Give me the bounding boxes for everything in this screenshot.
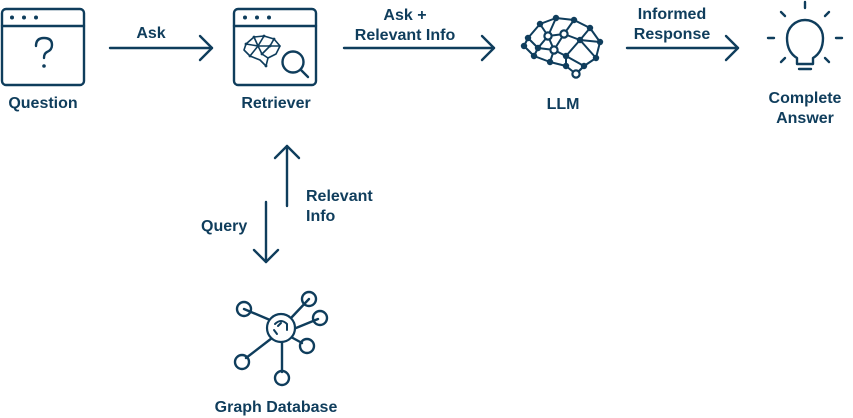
relevant-line-2: Info	[306, 208, 336, 225]
llm-label: LLM	[546, 96, 580, 113]
informed-line-1: Informed	[637, 6, 707, 23]
llm-brain-icon	[520, 14, 604, 79]
relevant-info-arrow	[273, 144, 301, 208]
ask-plus-line-1: Ask +	[383, 7, 427, 24]
ask-plus-label: Ask + Relevant Info	[355, 6, 455, 46]
query-label: Query	[201, 218, 248, 235]
lightbulb-icon	[766, 0, 844, 71]
retriever-label: Retriever	[241, 95, 311, 112]
question-window-icon	[0, 7, 86, 87]
ask-arrow	[108, 34, 214, 62]
informed-line-2: Response	[633, 26, 711, 43]
graph-database-label: Graph Database	[214, 399, 338, 416]
retriever-window-icon	[232, 7, 318, 87]
complete-answer-line-2: Answer	[776, 110, 834, 127]
ask-plus-line-2: Relevant Info	[354, 27, 456, 44]
informed-response-arrow	[625, 34, 740, 62]
complete-answer-label: Complete Answer	[769, 89, 842, 129]
complete-answer-line-1: Complete	[768, 90, 842, 107]
informed-response-label: Informed Response	[634, 5, 710, 45]
mini-brain-icon	[243, 34, 281, 68]
graph-database-icon	[233, 290, 329, 387]
question-label: Question	[8, 95, 78, 112]
magnifier-icon	[281, 50, 310, 79]
ask-label: Ask	[136, 25, 166, 42]
relevant-info-label: Relevant Info	[306, 187, 373, 227]
ask-relevant-info-arrow	[342, 34, 496, 62]
query-arrow	[252, 200, 280, 264]
relevant-line-1: Relevant	[306, 188, 373, 205]
